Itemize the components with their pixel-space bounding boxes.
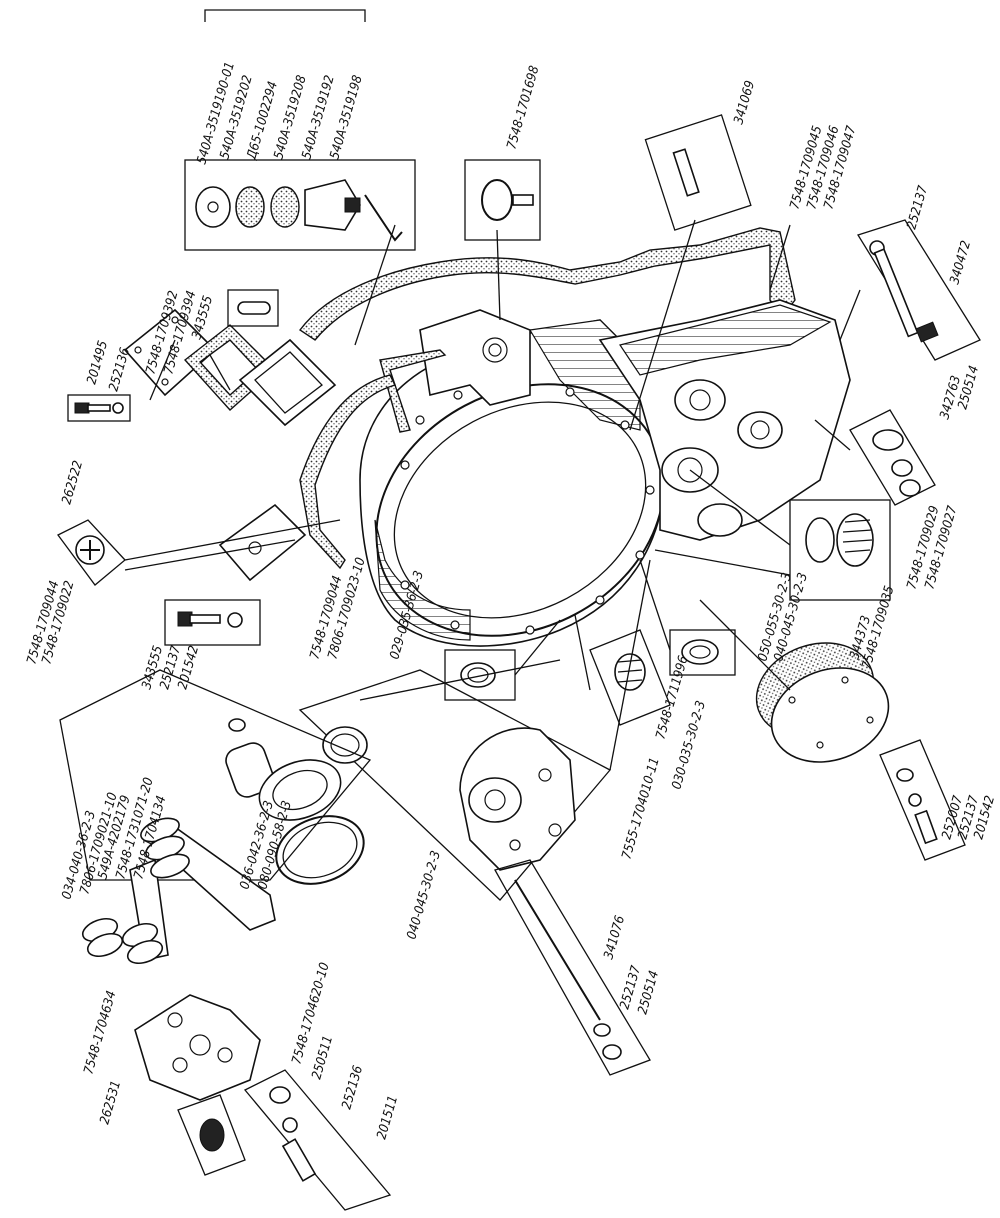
eye-bolt-group	[464, 114, 752, 241]
clutch-sleeve-1731071	[258, 759, 342, 821]
eye-bolt-frame	[464, 159, 541, 241]
label-040-045-30-2-3-b: 040-045-30-2-3	[404, 849, 444, 941]
oring-050-055	[805, 517, 835, 563]
gear-case-fins	[619, 304, 832, 376]
round-cover-group	[755, 642, 966, 861]
label-7548-1704634: 7548-1704634	[81, 989, 119, 1076]
label-340472: 340472	[947, 239, 974, 286]
label-bracket	[204, 9, 366, 22]
left-lower-bracket	[218, 503, 307, 582]
filter-assembly	[184, 159, 416, 251]
seal-342763-group	[849, 409, 936, 506]
washer-252137-d	[593, 1023, 611, 1037]
label-252136-b: 252136	[339, 1064, 366, 1111]
housing-inner-flange	[393, 401, 647, 619]
oring-080-090	[275, 815, 365, 885]
eye-bolt-1701698	[481, 179, 513, 221]
pin-frame	[227, 289, 279, 327]
retaining-ring-034	[228, 718, 246, 732]
bolt-frame-2	[164, 599, 261, 646]
housing-top-bracket	[419, 309, 531, 406]
label-262531: 262531	[97, 1079, 124, 1126]
filter-valve-body	[304, 179, 361, 231]
filter-mesh	[270, 186, 300, 228]
label-262522: 262522	[59, 459, 86, 506]
washer-250514-b	[602, 1044, 622, 1060]
plug-262531-frame	[177, 1094, 246, 1176]
bolt-341076	[514, 879, 601, 1021]
clutch-housing	[298, 227, 851, 647]
label-252137-a: 252137	[904, 184, 931, 232]
long-bolt-frame	[494, 859, 651, 1076]
plug-344373-frame	[789, 499, 891, 601]
round-cover-1709029	[770, 667, 890, 763]
long-bolt-group	[494, 859, 651, 1076]
seal-342763	[872, 429, 904, 451]
stud-frame	[644, 114, 752, 231]
cover-frame	[238, 338, 337, 427]
washer-250514-a	[891, 459, 913, 477]
label-201511: 201511	[374, 1094, 401, 1141]
filter-element	[235, 186, 265, 228]
bushing-549A	[225, 742, 275, 798]
label-341069: 341069	[731, 79, 758, 126]
housing-side-arm	[299, 374, 397, 570]
leader-lines	[124, 219, 861, 771]
plug-344373	[836, 513, 874, 567]
cover-bolt-frame	[879, 739, 966, 861]
label-7555-1704010-11: 7555-1704010-11	[619, 756, 662, 861]
label-250511: 250511	[309, 1034, 336, 1081]
lower-pump-body	[134, 994, 392, 1211]
bracket-gasket	[379, 349, 447, 433]
oil-pump-group	[298, 629, 736, 901]
shaft-frame	[59, 669, 372, 881]
oring-050-frame	[669, 629, 736, 676]
filter-frame	[184, 159, 416, 251]
lower-bolt-frame	[243, 1069, 392, 1211]
valve-frame	[589, 629, 671, 726]
bolt-201495-head	[74, 402, 90, 414]
bolt-frame-1	[67, 394, 131, 422]
flange-bolt-holes	[400, 380, 655, 635]
stud-341069	[672, 148, 700, 197]
label-7548-1701698: 7548-1701698	[504, 64, 542, 151]
plug-262531	[199, 1118, 225, 1152]
bolt-340472	[873, 248, 919, 338]
washer-252136	[112, 402, 124, 414]
bolt-340472-group	[857, 219, 981, 361]
label-341076: 341076	[601, 914, 628, 961]
label-201495: 201495	[84, 339, 111, 386]
shaft-assembly	[59, 669, 372, 965]
dowel-pin-343555	[237, 301, 271, 315]
filter-pin-wire	[364, 194, 403, 242]
plug-344373-group	[789, 499, 891, 601]
seal-frame	[849, 409, 936, 506]
gear-case-bore-4	[697, 503, 743, 537]
label-252136-a: 252136	[106, 346, 133, 393]
